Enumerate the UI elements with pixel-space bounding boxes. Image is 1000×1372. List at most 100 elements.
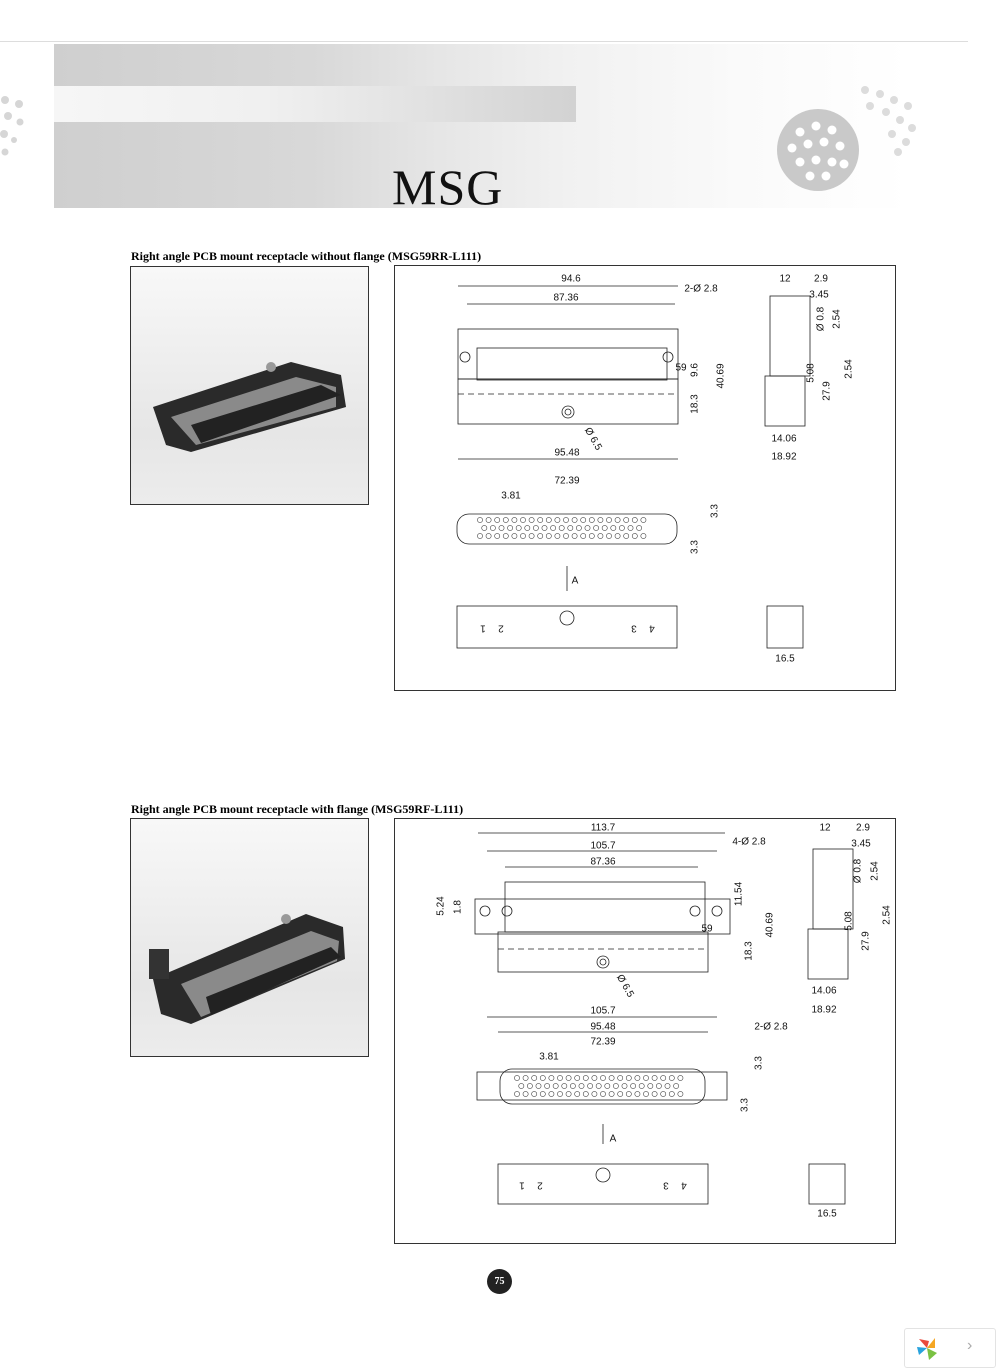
dimension-label: 40.69 [765,912,776,937]
pin-hole [618,525,625,531]
dimension-label: 5.08 [806,363,817,383]
pin-hole [630,1083,636,1089]
dimension-label: 3.3 [710,504,721,518]
pin-hole [612,1083,619,1089]
pin-hole [597,517,604,523]
dimension-label: 3.3 [754,1056,765,1070]
pin-hole [606,517,612,523]
pin-hole [545,533,552,539]
pin-hole [522,1075,529,1081]
product-photo [130,266,369,505]
dimension-label: 4 [649,622,655,633]
pin-hole [608,1091,615,1097]
dimension-label: Ø 0.8 [853,858,864,883]
pin-hole [584,525,591,531]
pin-hole [528,533,535,539]
dimension-label: 2 [537,1179,543,1190]
dimension-label: 4 [681,1179,687,1190]
dimension-label: 87.36 [553,293,578,304]
pinwheel-logo [917,1338,937,1360]
dimension-label: 16.5 [775,654,795,665]
chevron-right-icon[interactable]: › [967,1337,973,1354]
pin-hole [514,1091,520,1097]
page-title: MSG [392,159,504,215]
pin-hole [606,533,612,539]
dimension-label: 3.81 [539,1052,559,1063]
pin-hole [507,525,513,531]
section-caption: Right angle PCB mount receptacle with fl… [131,802,464,816]
pin-hole [643,1091,649,1097]
connector-photo-image [149,914,345,1024]
pin-hole [647,1083,654,1089]
pin-hole [554,517,561,523]
pin-hole [625,1091,632,1097]
dimension-label: 5.24 [436,896,447,916]
dimension-label: 27.9 [861,931,872,951]
dimension-label: 2.54 [882,905,893,925]
dimension-label: Ø 6.5 [614,973,636,1000]
pin-hole [520,533,526,539]
page-nav[interactable]: › [904,1328,996,1368]
pin-hole [640,517,647,523]
dimension-label: Ø 0.8 [816,306,827,331]
pin-hole [485,533,492,539]
dimension-label: 3 [631,622,637,633]
dimension-label: 14.06 [771,434,796,445]
connector-photo-image [153,362,346,452]
pin-hole [673,1083,679,1089]
pin-hole [587,1083,593,1089]
pin-hole [550,525,556,531]
pin-hole [574,1091,581,1097]
pin-hole [580,533,587,539]
pin-hole [625,1075,632,1081]
pin-hole [588,517,595,523]
pin-hole [571,517,578,523]
pin-hole [569,1083,576,1089]
pin-hole [668,1075,675,1081]
pin-hole [514,1075,520,1081]
dimension-label: 59 [675,363,687,374]
dimension-label: 113.7 [591,823,616,834]
pin-hole [578,1083,585,1089]
pin-hole [651,1075,658,1081]
pin-hole [522,1091,529,1097]
pin-hole [634,1075,641,1081]
pin-hole [651,1091,658,1097]
dimension-label: 1 [480,622,486,633]
header-rule [0,41,968,42]
dimension-label: 5.08 [844,911,855,931]
pin-hole [511,533,518,539]
dimension-label: 3.3 [740,1098,751,1112]
pin-hole [664,1083,671,1089]
pin-hole [608,1075,615,1081]
dimension-label: Ø 6.5 [582,426,604,453]
pin-hole [614,517,621,523]
pin-hole [531,1075,538,1081]
pin-hole [636,525,642,531]
dimension-label: 3.81 [501,491,521,502]
dimension-label: 27.9 [822,381,833,401]
pin-hole [634,1091,641,1097]
pin-hole [515,525,522,531]
pin-hole [535,1083,542,1089]
pin-hole [539,1091,546,1097]
pin-hole [640,533,647,539]
dimension-label: 14.06 [811,986,836,997]
dimension-label: 40.69 [716,363,727,388]
pin-hole [520,517,526,523]
pin-hole [631,533,638,539]
dimension-label: 18.3 [690,394,701,414]
dimension-label: 2 [498,622,504,633]
pin-hole [537,517,544,523]
pin-hole [643,1075,649,1081]
pin-hole [494,533,501,539]
dimension-label: 72.39 [590,1037,615,1048]
dimension-label: 87.36 [590,857,615,868]
dimension-label: A [572,576,579,587]
pin-hole [557,1075,563,1081]
pin-hole [677,1075,684,1081]
pin-hole [588,533,595,539]
pin-hole [593,525,599,531]
